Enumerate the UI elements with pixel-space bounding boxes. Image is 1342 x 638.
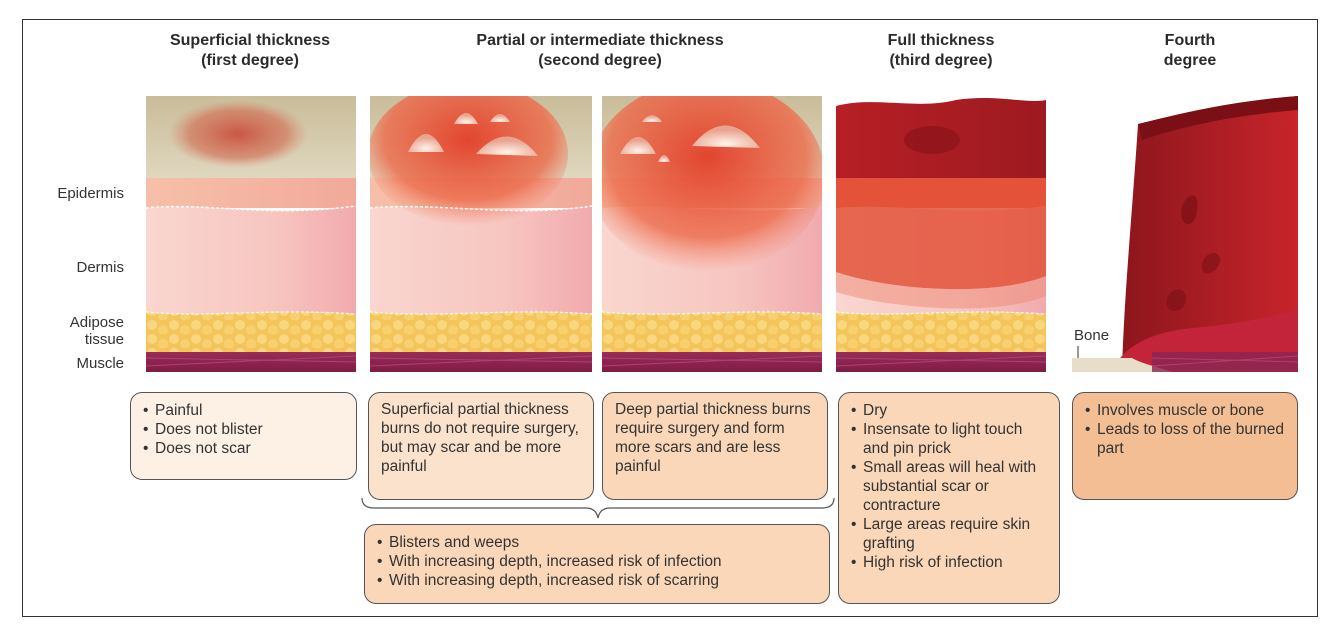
blister <box>692 125 760 148</box>
label-muscle: Muscle <box>76 355 124 372</box>
box-partial-common: Blisters and weeps With increasing depth… <box>364 524 830 604</box>
blister <box>476 136 538 156</box>
title-full: Full thickness(third degree) <box>887 32 995 69</box>
box-superficial: Painful Does not blister Does not scar <box>130 392 357 480</box>
box-fourth-degree: Involves muscle or bone Leads to loss of… <box>1072 392 1298 500</box>
figure-frame <box>22 19 1318 617</box>
blister <box>408 134 444 152</box>
burn-zone <box>370 96 568 226</box>
panel-fourth-degree <box>1072 96 1298 372</box>
blister <box>658 155 670 162</box>
burn-redness <box>168 100 308 168</box>
panel-superficial-partial <box>370 96 592 372</box>
box-deep-partial: Deep partial thickness burns require sur… <box>602 392 828 500</box>
panel-superficial <box>146 96 356 372</box>
eschar-spot <box>904 126 960 154</box>
blister <box>642 115 662 122</box>
blister <box>454 113 478 124</box>
panel-full-thickness <box>836 96 1046 372</box>
box-full-thickness: Dry Insensate to light touch and pin pri… <box>838 392 1060 604</box>
burn-zone <box>602 96 822 272</box>
title-partial: Partial or intermediate thickness(second… <box>476 32 724 69</box>
label-epidermis: Epidermis <box>57 185 124 202</box>
label-dermis: Dermis <box>76 259 125 276</box>
bone-shape <box>1072 358 1172 372</box>
panel-deep-partial <box>602 96 822 372</box>
title-superficial: Superficial thickness(first degree) <box>169 32 331 69</box>
blister <box>490 114 510 122</box>
box-superficial-partial: Superficial partial thickness burns do n… <box>368 392 594 500</box>
bracket <box>361 497 835 519</box>
label-bone: Bone <box>1074 327 1110 344</box>
blister <box>620 137 656 154</box>
